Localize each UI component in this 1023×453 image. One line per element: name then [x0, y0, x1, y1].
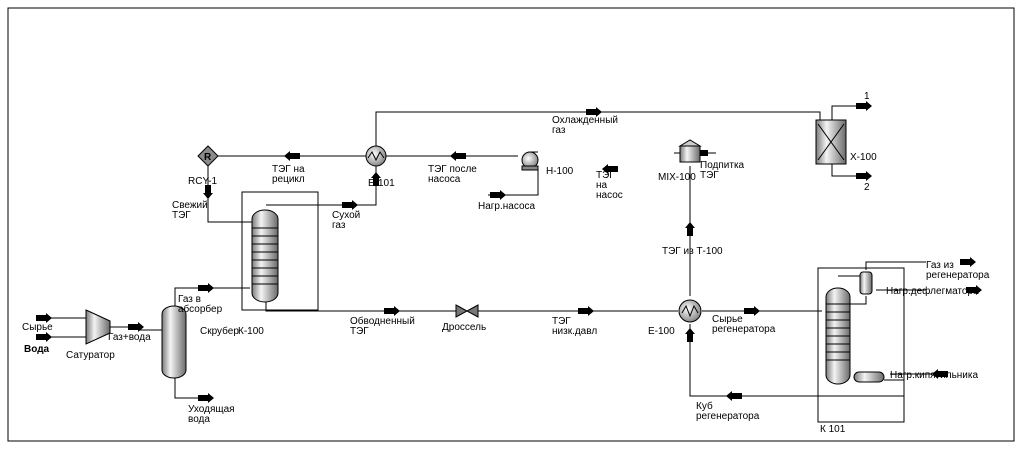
- arrow-out-2: [856, 171, 872, 181]
- arrow-e100-up: [685, 328, 695, 342]
- arrow-teg-posle-nasosa: [450, 151, 466, 161]
- mixer-mix100[interactable]: [678, 139, 702, 163]
- arrow-gaz-voda: [128, 322, 144, 332]
- arrow-e101-up: [371, 172, 381, 186]
- arrow-syrye-regeneratora: [744, 306, 760, 316]
- label-gaz-voda: Газ+вода: [108, 332, 151, 343]
- scrubber-vessel[interactable]: [161, 305, 187, 379]
- arrow-svezhiy-teg: [203, 185, 213, 199]
- arrow-kub-regeneratora: [726, 391, 742, 401]
- label-drossel: Дроссель: [442, 322, 486, 333]
- heat-exchanger-e101[interactable]: [365, 145, 387, 167]
- arrow-sukhoy-gaz: [342, 200, 358, 210]
- arrow-nagr-deflegmatora: [966, 285, 982, 295]
- label-nagr-nasosa: Нагр.насоса: [478, 201, 536, 212]
- label-nagr-kipyatilnika: Нагр.кипятильника: [890, 370, 978, 381]
- label-k100: К-100: [238, 326, 264, 337]
- arrow-gaz-v-absorber: [198, 283, 214, 293]
- regenerator-k101[interactable]: [817, 267, 905, 423]
- arrow-ukhodyashchaya-voda: [198, 393, 214, 403]
- arrow-teg-na-retsikl: [284, 151, 300, 161]
- arrow-voda: [36, 332, 52, 342]
- label-h100: Н-100: [546, 166, 574, 177]
- arrow-nagr-nasosa: [490, 190, 506, 200]
- label-e100: Е-100: [648, 326, 675, 337]
- arrow-teg-nizk-davl: [578, 306, 594, 316]
- arrow-gaz-iz-regeneratora: [960, 257, 976, 267]
- arrow-obvodnennyy-teg: [384, 306, 400, 316]
- label-out-2: 2: [864, 182, 870, 193]
- recycle-rcy1[interactable]: R: [197, 145, 219, 167]
- label-mix100: MIX-100: [658, 172, 696, 183]
- arrow-teg-na-nasos: [602, 164, 618, 174]
- label-out-1: 1: [864, 91, 870, 102]
- label-k101: К 101: [820, 424, 846, 435]
- arrow-out-1: [856, 101, 872, 111]
- label-saturator: Сатуратор: [66, 350, 115, 361]
- heat-exchanger-e100[interactable]: [678, 299, 702, 323]
- arrow-nagr-kipyatilnika: [932, 369, 948, 379]
- arrow-syrye: [36, 313, 52, 323]
- throttle-valve[interactable]: [455, 304, 479, 318]
- saturator-mixer[interactable]: [85, 309, 111, 345]
- arrow-okhlazhdennyy-gaz: [586, 107, 602, 117]
- label-x100: Х-100: [850, 152, 877, 163]
- label-scrubber: Скрубер: [200, 325, 239, 337]
- rcy-symbol: R: [204, 152, 212, 163]
- diagram-frame: [7, 7, 1015, 442]
- absorber-k100[interactable]: [241, 191, 319, 311]
- label-rcy1: RCY-1: [188, 176, 218, 187]
- label-nagr-deflegmatora: Нагр.дефлегматора: [886, 285, 979, 297]
- label-e101: Е-101: [368, 178, 395, 189]
- label-teg-iz-t100: ТЭГ из Т-100: [662, 246, 723, 257]
- separator-x100[interactable]: [815, 119, 847, 165]
- pump-h100[interactable]: [521, 151, 539, 171]
- label-voda: Вода: [24, 344, 50, 355]
- label-syrye: Сырье: [22, 322, 53, 333]
- arrow-teg-iz-t100: [685, 222, 695, 236]
